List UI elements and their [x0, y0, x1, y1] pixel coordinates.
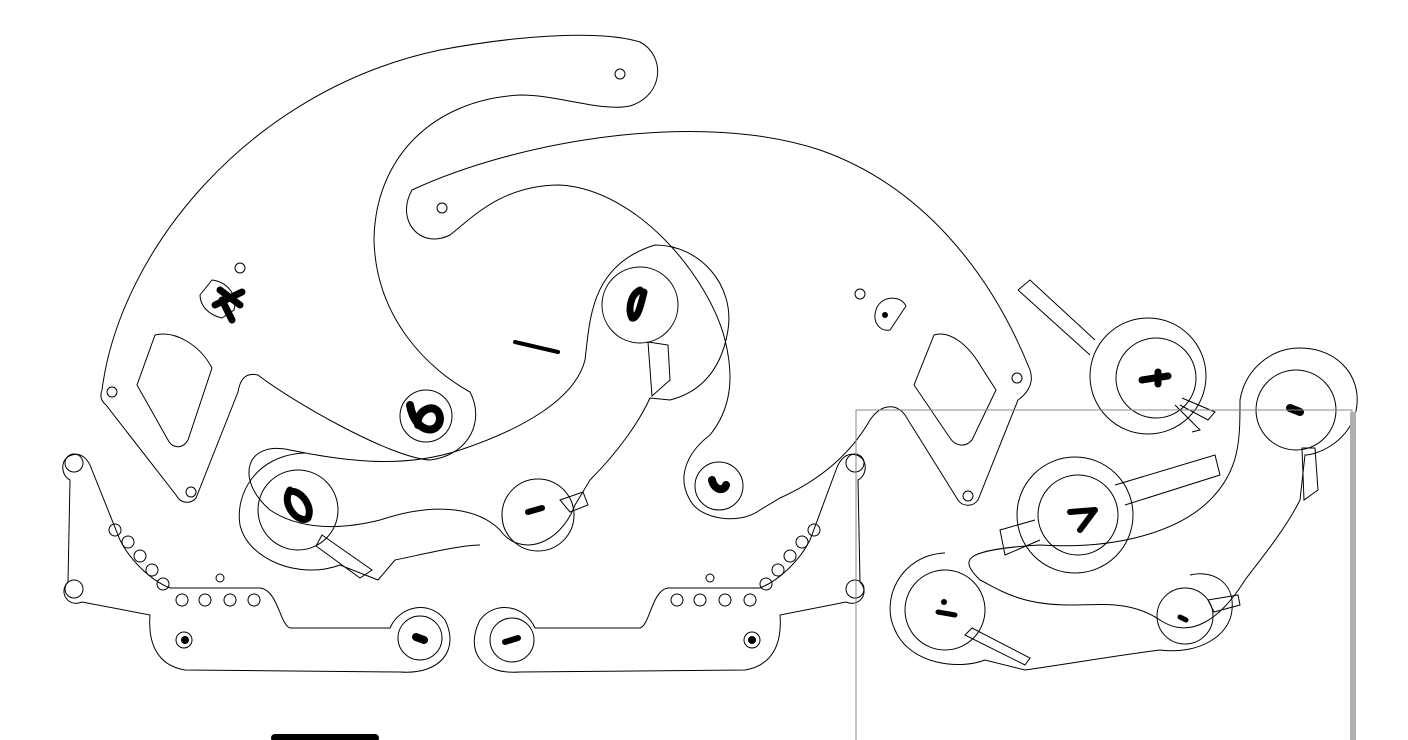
- link-right[interactable]: [473, 453, 866, 673]
- right-cluster-ring-top[interactable]: [1017, 279, 1216, 435]
- right-cluster-ring-right[interactable]: [968, 347, 1358, 629]
- right-cluster-ring-mid[interactable]: [999, 454, 1221, 574]
- right-cluster-lever-bottom[interactable]: [889, 552, 1241, 671]
- arm-large-center[interactable]: [406, 130, 1032, 520]
- lever-center-ring-left[interactable]: [248, 244, 730, 552]
- link-left[interactable]: [62, 453, 451, 673]
- lever-center-ring-right[interactable]: [238, 452, 481, 581]
- arm-large-left[interactable]: [100, 34, 659, 503]
- ink-marks: [181, 286, 1304, 740]
- selection-rectangle[interactable]: [855, 409, 1356, 740]
